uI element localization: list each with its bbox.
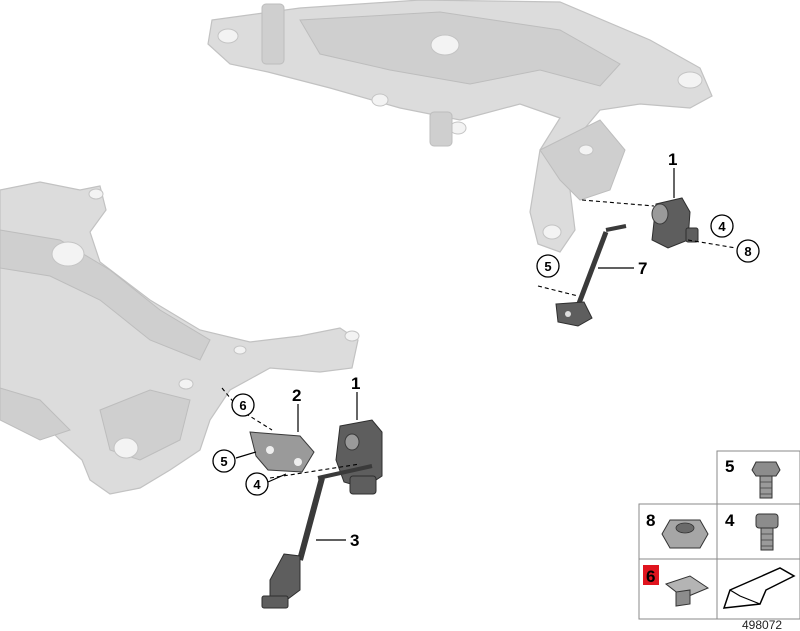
- front-sensor-bracket[interactable]: [249, 431, 315, 473]
- legend-cell-clip-6[interactable]: 6: [638, 558, 718, 620]
- rear-dash-line-3: [537, 285, 579, 297]
- rear-dash-line-1: [581, 199, 655, 207]
- circle-callout-front-4: 4: [245, 472, 269, 496]
- rear-sensor-rod[interactable]: [555, 224, 627, 327]
- callout-rear-sensor: 1: [668, 150, 677, 169]
- svg-text:6: 6: [646, 567, 655, 586]
- diagram-reference-id: 498072: [742, 618, 782, 631]
- nut-8-icon: [661, 519, 709, 549]
- svg-text:8: 8: [744, 244, 751, 259]
- svg-text:5: 5: [220, 454, 227, 469]
- circle-callout-rear-8: 8: [736, 239, 760, 263]
- leader-front-5: [235, 451, 257, 459]
- legend-cell-arrow: [716, 558, 800, 620]
- clip-6-highlight: [643, 565, 659, 585]
- callout-front-rod: 3: [350, 531, 359, 550]
- svg-text:4: 4: [253, 477, 261, 492]
- circle-callout-rear-4: 4: [710, 214, 734, 238]
- legend-cell-nut-8[interactable]: 8: [638, 503, 718, 560]
- leader-front-4: [267, 473, 287, 483]
- bolt-5-icon: [751, 461, 781, 499]
- svg-text:4: 4: [718, 219, 726, 234]
- circle-callout-rear-5: 5: [536, 254, 560, 278]
- svg-text:4: 4: [725, 511, 735, 530]
- svg-text:5: 5: [544, 259, 551, 274]
- svg-text:8: 8: [646, 511, 655, 530]
- callout-bracket: 2: [292, 386, 301, 405]
- svg-text:5: 5: [725, 457, 734, 476]
- legend-cell-bolt-5[interactable]: 5: [716, 450, 800, 505]
- parts-legend: 5 8 4: [638, 450, 800, 620]
- direction-arrow-icon: [722, 567, 796, 609]
- circle-callout-front-6: 6: [231, 393, 255, 417]
- circle-callout-front-5: 5: [212, 449, 236, 473]
- callout-rear-rod: 7: [638, 259, 647, 278]
- front-subframe: [0, 181, 360, 495]
- bolt-4-icon: [755, 513, 779, 551]
- rear-height-sensor[interactable]: [651, 197, 699, 249]
- front-height-sensor[interactable]: [335, 419, 383, 495]
- svg-text:6: 6: [239, 398, 246, 413]
- front-sensor-rod[interactable]: [261, 464, 373, 609]
- front-dash-line-2: [269, 463, 361, 479]
- rear-dash-line-2: [687, 239, 737, 249]
- rear-subframe: [207, 0, 713, 253]
- callout-front-sensor: 1: [351, 374, 360, 393]
- clip-6-icon: [664, 575, 710, 607]
- legend-cell-bolt-4[interactable]: 4: [716, 503, 800, 560]
